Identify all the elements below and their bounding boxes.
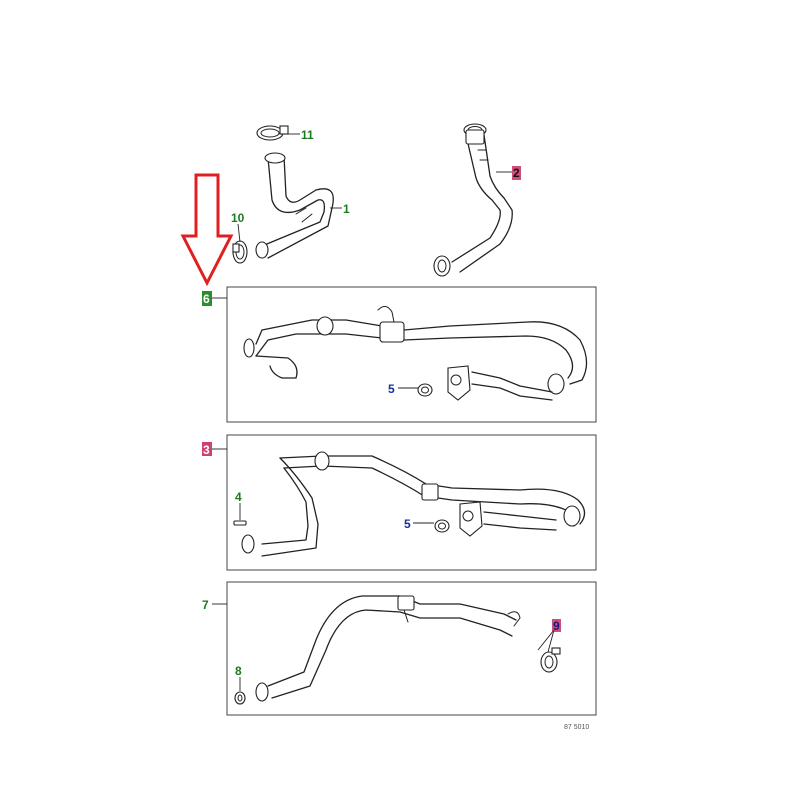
- panel-assembly-3: [226, 434, 597, 571]
- hose-assembly-part-6: [243, 306, 588, 401]
- callout-part-4: 4: [235, 490, 242, 504]
- oring-part-5-panel-1: [417, 383, 433, 397]
- callout-part-5-panel-2: 5: [404, 517, 411, 531]
- callout-part-5-panel-1: 5: [388, 382, 395, 396]
- panel-assembly-6: [226, 286, 597, 423]
- reference-code: 87 5010: [564, 724, 589, 731]
- hose-part-2: [433, 123, 513, 277]
- callout-part-10: 10: [231, 211, 245, 225]
- clip-part-4: [233, 520, 247, 526]
- clamp-part-10: [232, 240, 248, 264]
- callout-part-6: 6: [203, 292, 210, 306]
- clamp-part-9: [540, 647, 561, 673]
- callout-part-11: 11: [301, 128, 314, 142]
- hose-part-1: [255, 152, 334, 259]
- callout-part-7: 7: [202, 598, 209, 612]
- washer-part-8: [234, 691, 246, 705]
- hose-assembly-part-7: [255, 595, 521, 702]
- callout-highlight-2: [512, 166, 521, 180]
- oring-part-5-panel-2: [434, 519, 450, 533]
- callout-highlight-3: [202, 442, 212, 456]
- callout-part-2: 2: [513, 166, 520, 180]
- clamp-part-11: [256, 125, 289, 141]
- callout-highlight-6: [202, 291, 212, 306]
- panel-assembly-7: [226, 581, 597, 716]
- callout-part-8: 8: [235, 664, 242, 678]
- callout-highlight-9: [552, 619, 561, 632]
- callout-part-3: 3: [203, 443, 210, 457]
- indicator-arrow: [180, 173, 234, 287]
- callout-part-1: 1: [343, 202, 350, 216]
- hose-assembly-part-3: [241, 451, 586, 557]
- callout-part-9: 9: [553, 619, 560, 633]
- leader-lines: [212, 133, 555, 691]
